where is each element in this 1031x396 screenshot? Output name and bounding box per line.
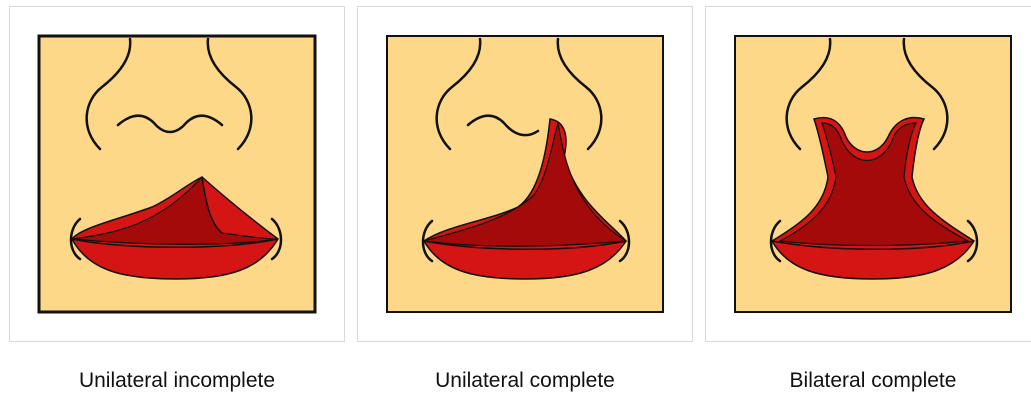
unilateral-incomplete-cleft-lip-drawing [10, 7, 346, 343]
panel-bilateral-complete [705, 6, 1031, 342]
panel-unilateral-incomplete [9, 6, 345, 342]
caption-bilateral-complete: Bilateral complete [705, 369, 1031, 393]
unilateral-complete-cleft-lip-drawing [358, 7, 694, 343]
caption-unilateral-complete: Unilateral complete [357, 369, 693, 393]
bilateral-complete-cleft-lip-drawing [706, 7, 1031, 343]
caption-unilateral-incomplete: Unilateral incomplete [9, 369, 345, 393]
panel-unilateral-complete [357, 6, 693, 342]
